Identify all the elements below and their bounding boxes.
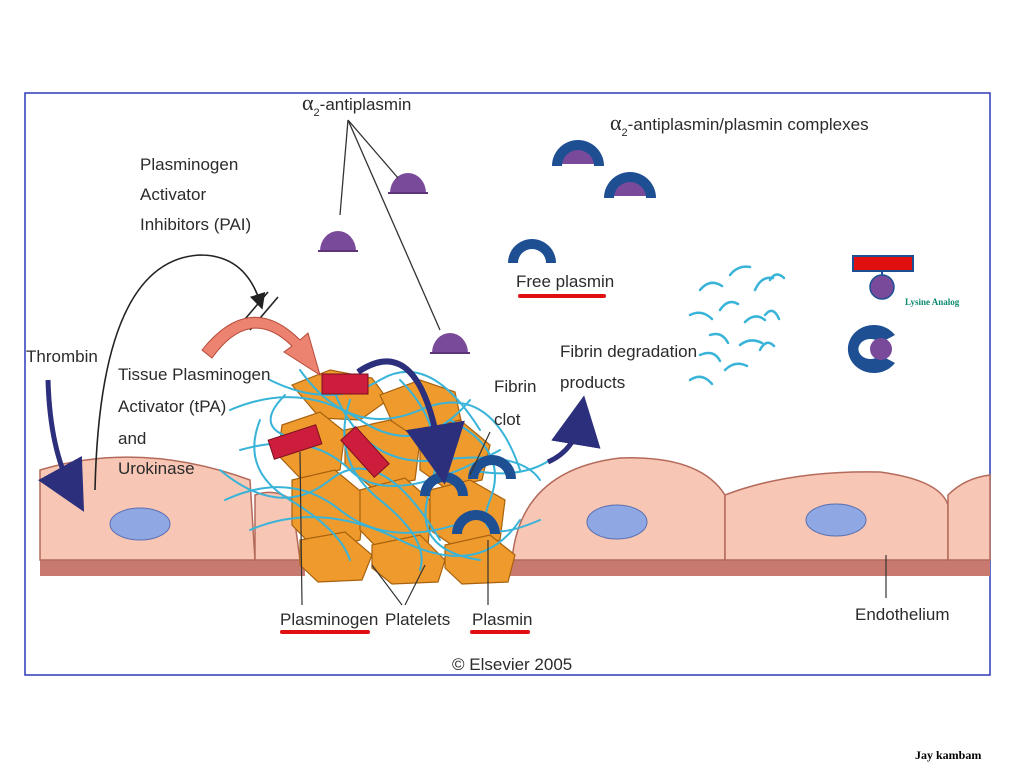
platelets-label: Platelets (385, 610, 450, 629)
plasminogen-icon (267, 373, 390, 478)
author-label: Jay kambam (915, 748, 981, 762)
fibrin-clot-label: Fibrin clot (494, 377, 541, 429)
copyright-label: © Elsevier 2005 (452, 655, 572, 674)
lysine-bound-plasmin-icon (847, 325, 895, 374)
antiplasmin-pointer-lines (339, 119, 441, 331)
free-plasmin-label: Free plasmin (516, 272, 614, 291)
degradation-arrow (546, 395, 601, 465)
plasminogen-label: Plasminogen (280, 610, 378, 629)
nucleus (805, 503, 867, 537)
thrombin-label: Thrombin (26, 347, 98, 366)
highlight-underlines (280, 294, 606, 634)
fdp-label: Fibrin degradation products (560, 342, 702, 392)
fibrin-degradation-fragments (688, 265, 786, 386)
complexes-label: α2-antiplasmin/plasmin complexes (610, 110, 869, 139)
activation-arrow (356, 358, 465, 485)
pai-label: Plasminogen Activator Inhibitors (PAI) (140, 155, 251, 234)
alpha2-antiplasmin-label: α2-antiplasmin (302, 90, 411, 119)
tpa-arrow (201, 316, 321, 377)
lysine-analog-icon (852, 255, 914, 300)
plasmin-label: Plasmin (472, 610, 532, 629)
nucleus (109, 507, 171, 541)
basement-membrane (40, 559, 990, 576)
label-pointer-lines (299, 431, 887, 606)
cell-nuclei (109, 503, 867, 541)
endothelial-cell (947, 474, 991, 561)
lysine-analog-label: Lysine Analog (905, 297, 960, 307)
thrombin-arrow (38, 379, 85, 512)
nucleus (586, 504, 648, 540)
tpa-label: Tissue Plasminogen Activator (tPA) and U… (118, 365, 275, 478)
endothelium-label: Endothelium (855, 605, 950, 624)
pai-arrow (94, 254, 266, 491)
